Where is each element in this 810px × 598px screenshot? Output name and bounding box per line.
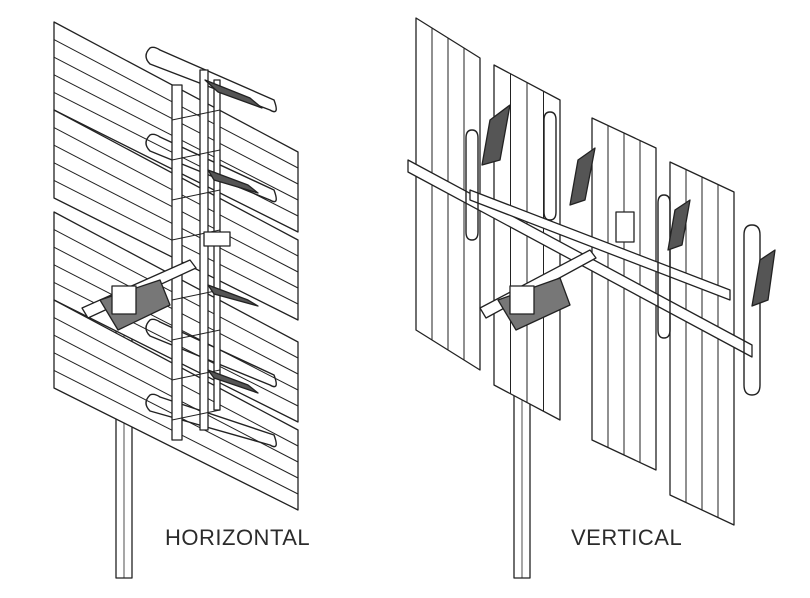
vertical-mast-bracket [480,250,596,330]
vertical-reflector-panels [416,18,734,525]
horizontal-dipoles [146,47,276,446]
horizontal-connectors [204,80,262,393]
horizontal-antenna-illustration [54,22,298,578]
horizontal-mast-bracket [82,260,196,330]
vertical-label: VERTICAL [571,525,683,550]
vertical-dipoles [466,112,760,395]
vertical-antenna-illustration [408,18,775,578]
horizontal-label: HORIZONTAL [165,525,311,550]
vertical-connectors [482,105,775,306]
